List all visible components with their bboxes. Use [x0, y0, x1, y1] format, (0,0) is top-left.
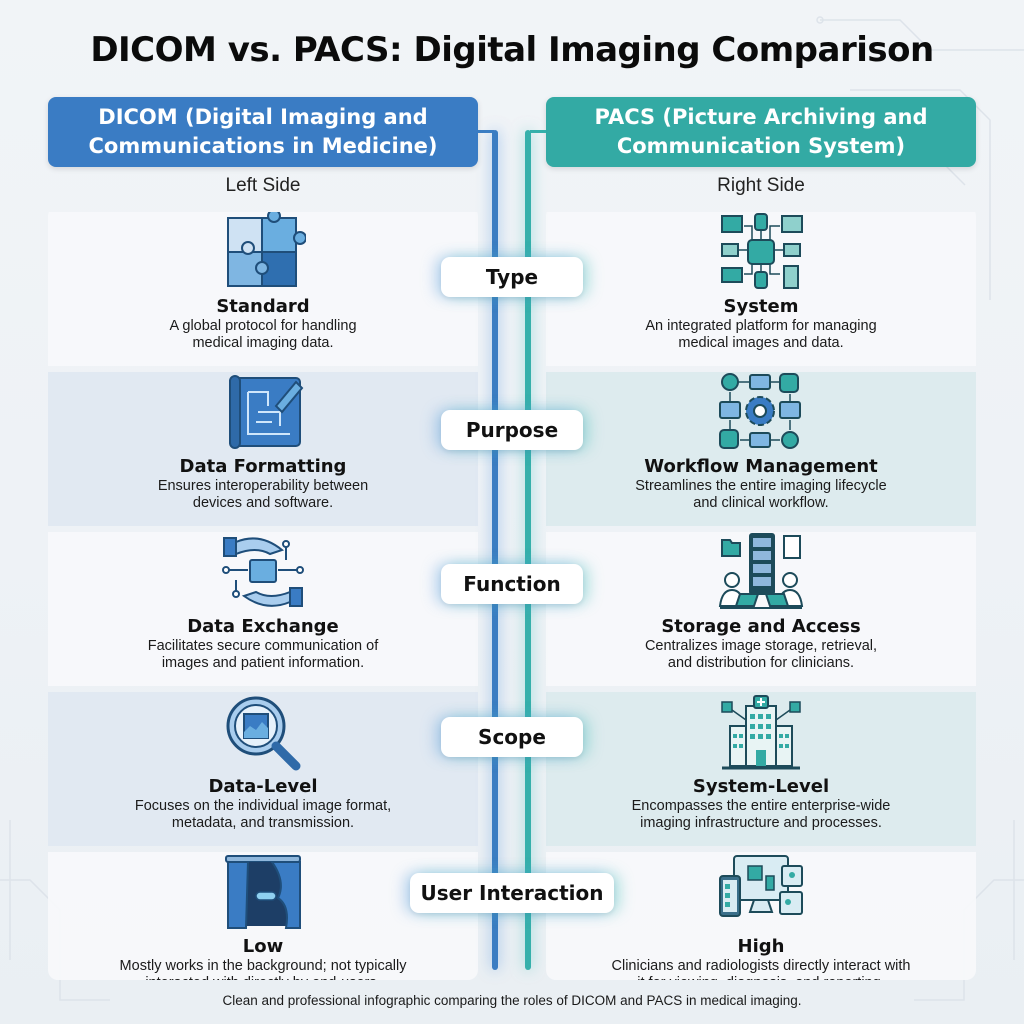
footer-caption: Clean and professional infographic compa… — [222, 993, 802, 1008]
desc-line: devices and software. — [192, 495, 334, 511]
desc-line: Clinicians and radiologists directly int… — [611, 958, 911, 974]
desc-line: Focuses on the individual image format, — [134, 798, 392, 814]
magnifier-image-icon — [226, 696, 301, 771]
pacs-row-type: System An integrated platform for managi… — [546, 212, 976, 366]
pacs-connector-hook — [530, 130, 546, 133]
pacs-header-line-1: PACS (Picture Archiving and — [594, 105, 928, 129]
dicom-row-function: Data Exchange Facilitates secure communi… — [48, 532, 478, 686]
desc-line: and clinical workflow. — [693, 495, 829, 511]
hands-file-exchange-icon — [222, 537, 304, 607]
desc-line: Centralizes image storage, retrieval, — [644, 638, 878, 654]
dicom-row-type: Standard A global protocol for handling … — [48, 212, 478, 366]
dicom-column-header: DICOM (Digital Imaging and Communication… — [48, 97, 478, 167]
pacs-row-scope: System-Level Encompasses the entire ente… — [546, 692, 976, 846]
page-title: DICOM vs. PACS: Digital Imaging Comparis… — [90, 30, 934, 70]
desc-line: interacted with directly by end-users. — [73, 975, 453, 980]
pacs-type-title: System — [723, 296, 799, 317]
desc-line: medical imaging data. — [192, 335, 334, 351]
pacs-interaction-description: Clinicians and radiologists directly int… — [561, 958, 961, 980]
dicom-purpose-title: Data Formatting — [179, 456, 347, 477]
dicom-scope-description: Focuses on the individual image format, … — [98, 798, 428, 832]
puzzle-icon — [227, 212, 306, 287]
pacs-type-description: An integrated platform for managing medi… — [586, 318, 936, 352]
pacs-scope-description: Encompasses the entire enterprise-wide i… — [586, 798, 936, 832]
pacs-row-user-interaction: High Clinicians and radiologists directl… — [546, 852, 976, 980]
desc-line: Ensures interoperability between — [157, 478, 369, 494]
category-pill-type: Type — [441, 257, 583, 297]
curtain-icon — [225, 855, 301, 929]
pacs-function-title: Storage and Access — [661, 616, 861, 637]
dicom-function-description: Facilitates secure communication of imag… — [98, 638, 428, 672]
server-clinicians-icon — [718, 533, 804, 609]
dicom-purpose-description: Ensures interoperability between devices… — [98, 478, 428, 512]
desc-line: A global protocol for handling — [169, 318, 357, 334]
category-pill-scope: Scope — [441, 717, 583, 757]
desc-line: medical images and data. — [678, 335, 844, 351]
desc-line: imaging infrastructure and processes. — [640, 815, 882, 831]
pacs-interaction-title: High — [737, 936, 785, 957]
dicom-row-purpose: Data Formatting Ensures interoperability… — [48, 372, 478, 526]
category-pill-function: Function — [441, 564, 583, 604]
dicom-function-title: Data Exchange — [187, 616, 339, 637]
workflow-gear-icon — [719, 373, 801, 449]
multi-device-icon — [719, 855, 803, 917]
pacs-column-header: PACS (Picture Archiving and Communicatio… — [546, 97, 976, 167]
blueprint-icon — [229, 375, 304, 449]
desc-line: Streamlines the entire imaging lifecycle — [635, 478, 887, 494]
pacs-purpose-title: Workflow Management — [644, 456, 878, 477]
desc-line: Facilitates secure communication of — [147, 638, 379, 654]
desc-line: Mostly works in the background; not typi… — [119, 958, 407, 974]
hospital-network-icon — [721, 695, 801, 770]
dicom-interaction-title: Low — [242, 936, 284, 957]
pacs-header-line-2: Communication System) — [616, 134, 906, 158]
dicom-interaction-description: Mostly works in the background; not typi… — [73, 958, 453, 980]
dicom-type-title: Standard — [216, 296, 310, 317]
network-system-icon — [721, 213, 803, 289]
dicom-row-scope: Data-Level Focuses on the individual ima… — [48, 692, 478, 846]
left-side-label: Left Side — [225, 175, 301, 196]
desc-line: and distribution for clinicians. — [667, 655, 855, 671]
pacs-row-purpose: Workflow Management Streamlines the enti… — [546, 372, 976, 526]
desc-line: it for viewing, diagnosis, and reporting… — [561, 975, 961, 980]
dicom-header-line-1: DICOM (Digital Imaging and — [98, 105, 428, 129]
pacs-connector-line — [525, 130, 531, 970]
category-pill-user-interaction: User Interaction — [410, 873, 614, 913]
pacs-row-function: Storage and Access Centralizes image sto… — [546, 532, 976, 686]
dicom-connector-line — [492, 130, 498, 970]
dicom-header-line-2: Communications in Medicine) — [88, 134, 438, 158]
category-pill-purpose: Purpose — [441, 410, 583, 450]
pacs-scope-title: System-Level — [692, 776, 830, 797]
right-side-label: Right Side — [717, 175, 805, 196]
desc-line: Encompasses the entire enterprise-wide — [631, 798, 891, 814]
dicom-type-description: A global protocol for handling medical i… — [98, 318, 428, 352]
pacs-purpose-description: Streamlines the entire imaging lifecycle… — [586, 478, 936, 512]
pacs-function-description: Centralizes image storage, retrieval, an… — [586, 638, 936, 672]
pacs-panel: System An integrated platform for managi… — [546, 206, 976, 980]
dicom-row-user-interaction: Low Mostly works in the background; not … — [48, 852, 478, 980]
dicom-connector-hook — [478, 130, 494, 133]
desc-line: metadata, and transmission. — [171, 815, 355, 831]
dicom-panel: Standard A global protocol for handling … — [48, 206, 478, 980]
desc-line: images and patient information. — [161, 655, 365, 671]
dicom-scope-title: Data-Level — [208, 776, 318, 797]
desc-line: An integrated platform for managing — [645, 318, 877, 334]
